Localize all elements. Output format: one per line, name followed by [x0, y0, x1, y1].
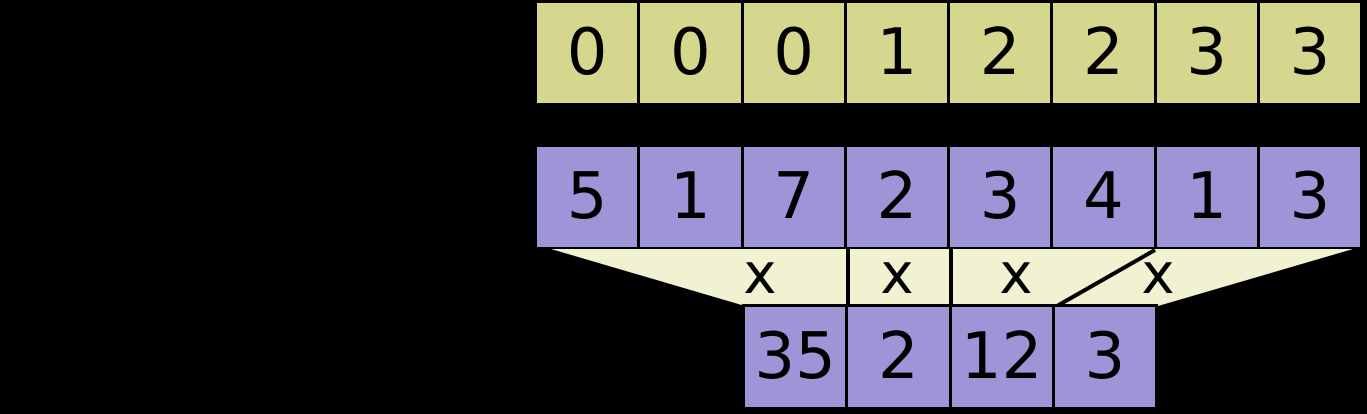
key-cell: 3 [1259, 3, 1360, 103]
value-cell: 3 [950, 147, 1051, 247]
operator-label: x [1141, 242, 1174, 307]
values-row: 5 1 7 2 3 4 1 3 [534, 144, 1363, 250]
result-cell: 35 [745, 307, 846, 407]
operator-label: x [743, 242, 776, 307]
key-cell: 2 [1053, 3, 1154, 103]
operator-label: x [999, 242, 1032, 307]
key-cell: 0 [743, 3, 844, 103]
value-cell: 2 [846, 147, 947, 247]
key-cell: 1 [846, 3, 947, 103]
result-cell: 12 [951, 307, 1052, 407]
funnel-divider-slanted [1056, 248, 1156, 308]
operator-label: x [880, 242, 913, 307]
key-cell: 0 [537, 3, 638, 103]
key-cell: 0 [640, 3, 741, 103]
value-cell: 3 [1259, 147, 1360, 247]
results-row: 35 2 12 3 [742, 304, 1158, 410]
key-cell: 2 [950, 3, 1051, 103]
keys-row: 0 0 0 1 2 2 3 3 [534, 0, 1363, 106]
value-cell: 1 [1156, 147, 1257, 247]
value-cell: 5 [537, 147, 638, 247]
value-cell: 4 [1053, 147, 1154, 247]
value-cell: 1 [640, 147, 741, 247]
result-cell: 2 [848, 307, 949, 407]
value-cell: 7 [743, 147, 844, 247]
key-cell: 3 [1156, 3, 1257, 103]
result-cell: 3 [1054, 307, 1155, 407]
